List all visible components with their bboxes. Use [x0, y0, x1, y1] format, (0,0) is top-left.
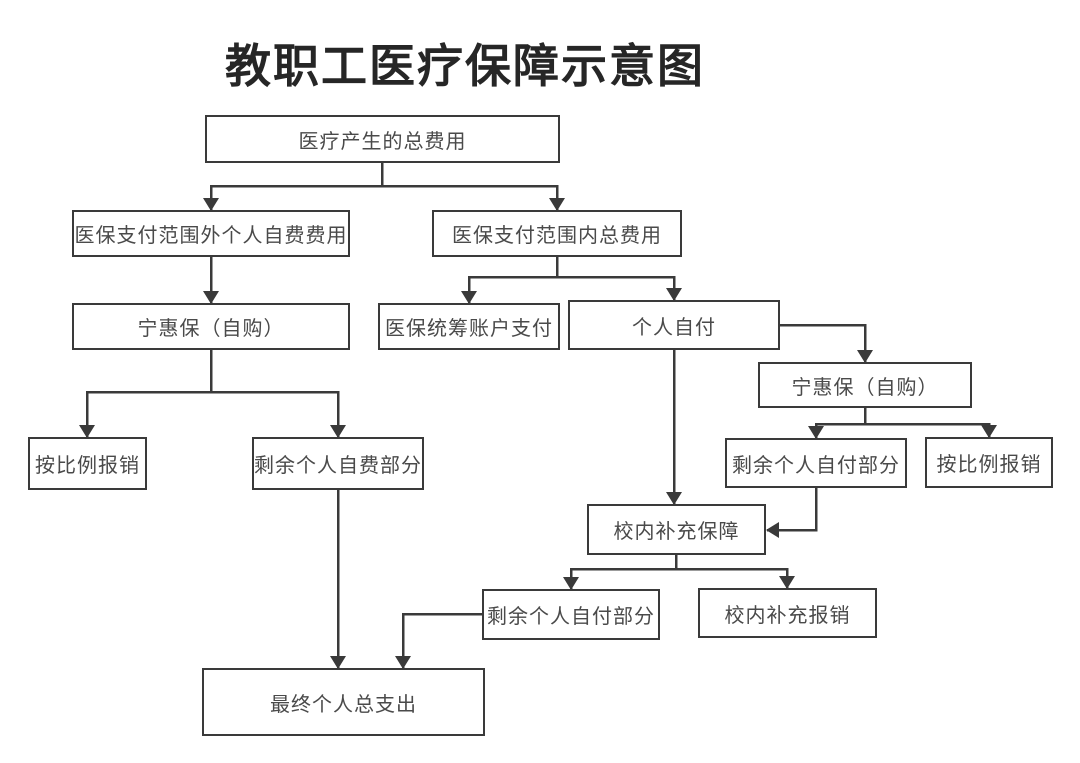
- node-remaining-pay-bottom: 剩余个人自付部分: [482, 589, 660, 640]
- node-campus-reimburse: 校内补充报销: [698, 588, 877, 638]
- node-personal-pay: 个人自付: [568, 300, 780, 350]
- node-inside-scope: 医保支付范围内总费用: [432, 210, 682, 257]
- connector-remaining-pay-right-to-campus-supplement: [766, 488, 818, 538]
- node-proportional-left: 按比例报销: [28, 437, 147, 490]
- node-remaining-pay-right: 剩余个人自付部分: [725, 438, 907, 488]
- node-total-cost: 医疗产生的总费用: [205, 115, 560, 163]
- diagram-title: 教职工医疗保障示意图: [225, 40, 705, 92]
- node-proportional-right: 按比例报销: [925, 437, 1053, 488]
- node-pooled-account: 医保统筹账户支付: [378, 303, 560, 350]
- connector-remaining-pay-bottom-to-final: [395, 612, 482, 669]
- node-ninghuibao-right: 宁惠保（自购）: [758, 362, 972, 408]
- node-outside-scope: 医保支付范围外个人自费费用: [72, 210, 350, 257]
- node-remaining-expense-left: 剩余个人自费部分: [252, 437, 424, 490]
- node-campus-supplement: 校内补充保障: [587, 504, 766, 555]
- node-final-total: 最终个人总支出: [202, 668, 485, 736]
- connector-personal-pay-to-ninghuibao-right: [780, 323, 873, 363]
- node-ninghuibao-left: 宁惠保（自购）: [72, 303, 350, 350]
